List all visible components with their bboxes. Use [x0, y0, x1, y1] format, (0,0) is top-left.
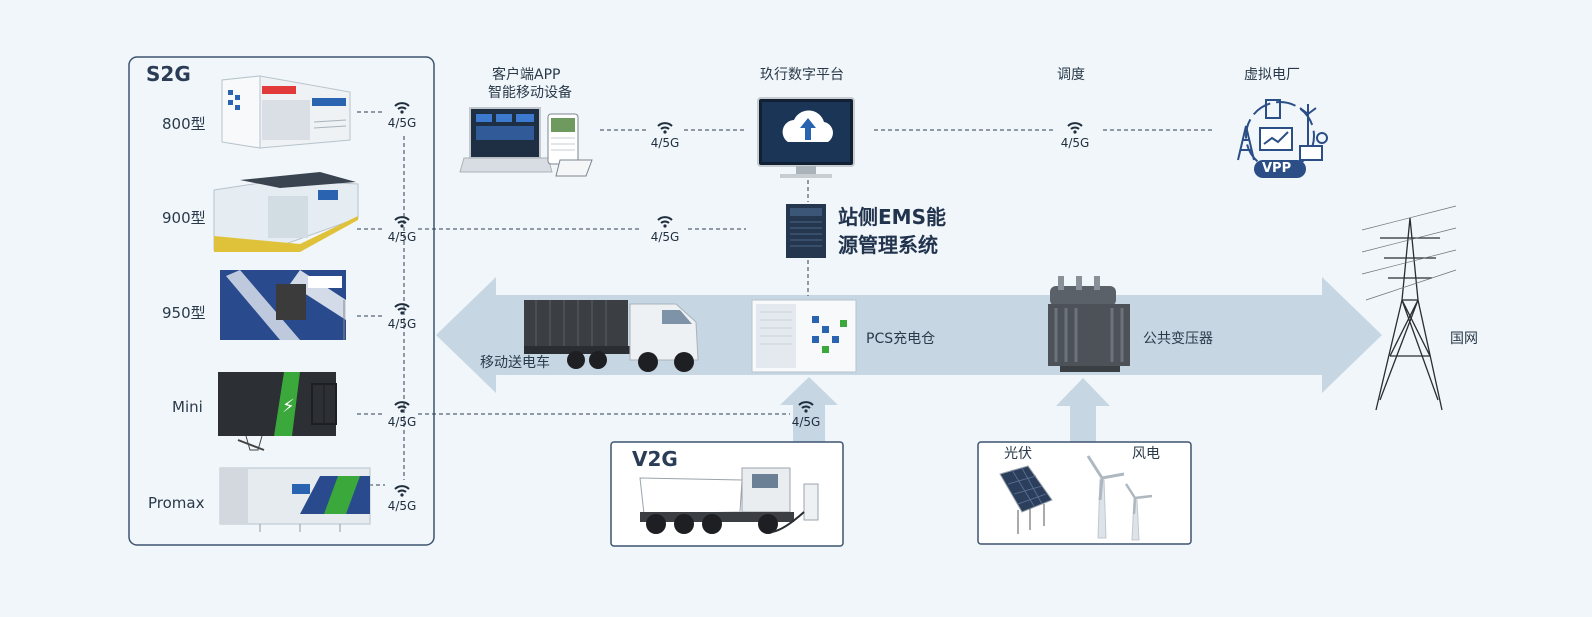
network-label: 4/5G — [387, 317, 417, 331]
vpp-title-label: 虚拟电厂 — [1244, 67, 1300, 83]
grid-label: 国网 — [1450, 331, 1478, 347]
network-label: 4/5G — [387, 116, 417, 130]
network-label: 4/5G — [387, 230, 417, 244]
mobile-power-truck-image — [524, 300, 699, 372]
vpp-badge-label: VPP — [1262, 161, 1292, 176]
wind-turbines-image — [1086, 455, 1153, 541]
wifi-icon — [657, 216, 673, 228]
s2g-title: S2G — [146, 62, 191, 86]
wifi-icon — [394, 102, 410, 114]
digital-platform-monitor-image — [757, 97, 855, 178]
s2g-model-label: Mini — [172, 398, 203, 416]
wifi-icon — [798, 401, 814, 413]
network-badge: 4/5G — [377, 302, 427, 331]
s2g-900-unit-image — [213, 172, 359, 252]
ems-title-line2: 源管理系统 — [838, 233, 938, 257]
s2g-model-label: Promax — [148, 494, 205, 512]
wifi-icon — [394, 216, 410, 228]
s2g-model-label: 950型 — [162, 304, 206, 322]
network-label: 4/5G — [387, 415, 417, 429]
wifi-icon — [394, 303, 410, 315]
pcs-label: PCS充电仓 — [866, 331, 936, 347]
network-label: 4/5G — [650, 136, 680, 150]
v2g-title: V2G — [632, 447, 678, 471]
transformer-label: 公共变压器 — [1143, 331, 1213, 347]
client-devices-image — [459, 107, 593, 177]
s2g-800-unit-image — [221, 75, 351, 149]
v2g-dump-truck-image — [639, 467, 819, 534]
network-badge: 4/5G — [377, 400, 427, 429]
network-label: 4/5G — [791, 415, 821, 429]
s2g-model-label: 900型 — [162, 209, 206, 227]
wifi-icon — [657, 122, 673, 134]
solar-label: 光伏 — [1004, 446, 1032, 462]
pcs-container-image — [751, 299, 857, 373]
network-badge: 4/5G — [781, 400, 831, 429]
wind-label: 风电 — [1132, 446, 1160, 462]
mobile-truck-label: 移动送电车 — [480, 355, 550, 371]
network-badge: 4/5G — [640, 215, 690, 244]
s2g-group-box — [128, 56, 435, 546]
client-app-label: 客户端APP — [492, 67, 561, 83]
network-label: 4/5G — [1060, 136, 1090, 150]
client-device-label: 智能移动设备 — [488, 85, 572, 101]
dispatch-label: 调度 — [1057, 67, 1085, 83]
network-label: 4/5G — [387, 499, 417, 513]
solar-panels-image — [999, 465, 1053, 534]
network-badge: 4/5G — [377, 215, 427, 244]
svg-text:⚡: ⚡ — [282, 396, 295, 417]
network-badge: 4/5G — [640, 121, 690, 150]
digital-platform-label: 玖行数字平台 — [760, 67, 844, 83]
ems-title-line1: 站侧EMS能 — [838, 205, 946, 229]
network-badge: 4/5G — [1050, 121, 1100, 150]
network-badge: 4/5G — [377, 484, 427, 513]
ems-cabinet-image — [786, 204, 826, 258]
s2g-promax-unit-image — [219, 467, 371, 532]
wifi-icon — [394, 485, 410, 497]
renewables-up-arrow — [1056, 378, 1110, 447]
wifi-icon — [1067, 122, 1083, 134]
s2g-mini-unit-image: ⚡ — [218, 372, 337, 451]
s2g-950-unit-image — [220, 270, 346, 340]
wifi-icon — [394, 401, 410, 413]
network-badge: 4/5G — [377, 101, 427, 130]
transformer-image — [1048, 276, 1130, 372]
vpp-badge-bg — [1254, 160, 1306, 178]
network-label: 4/5G — [650, 230, 680, 244]
s2g-model-label: 800型 — [162, 115, 206, 133]
grid-tower-image — [1361, 205, 1457, 411]
